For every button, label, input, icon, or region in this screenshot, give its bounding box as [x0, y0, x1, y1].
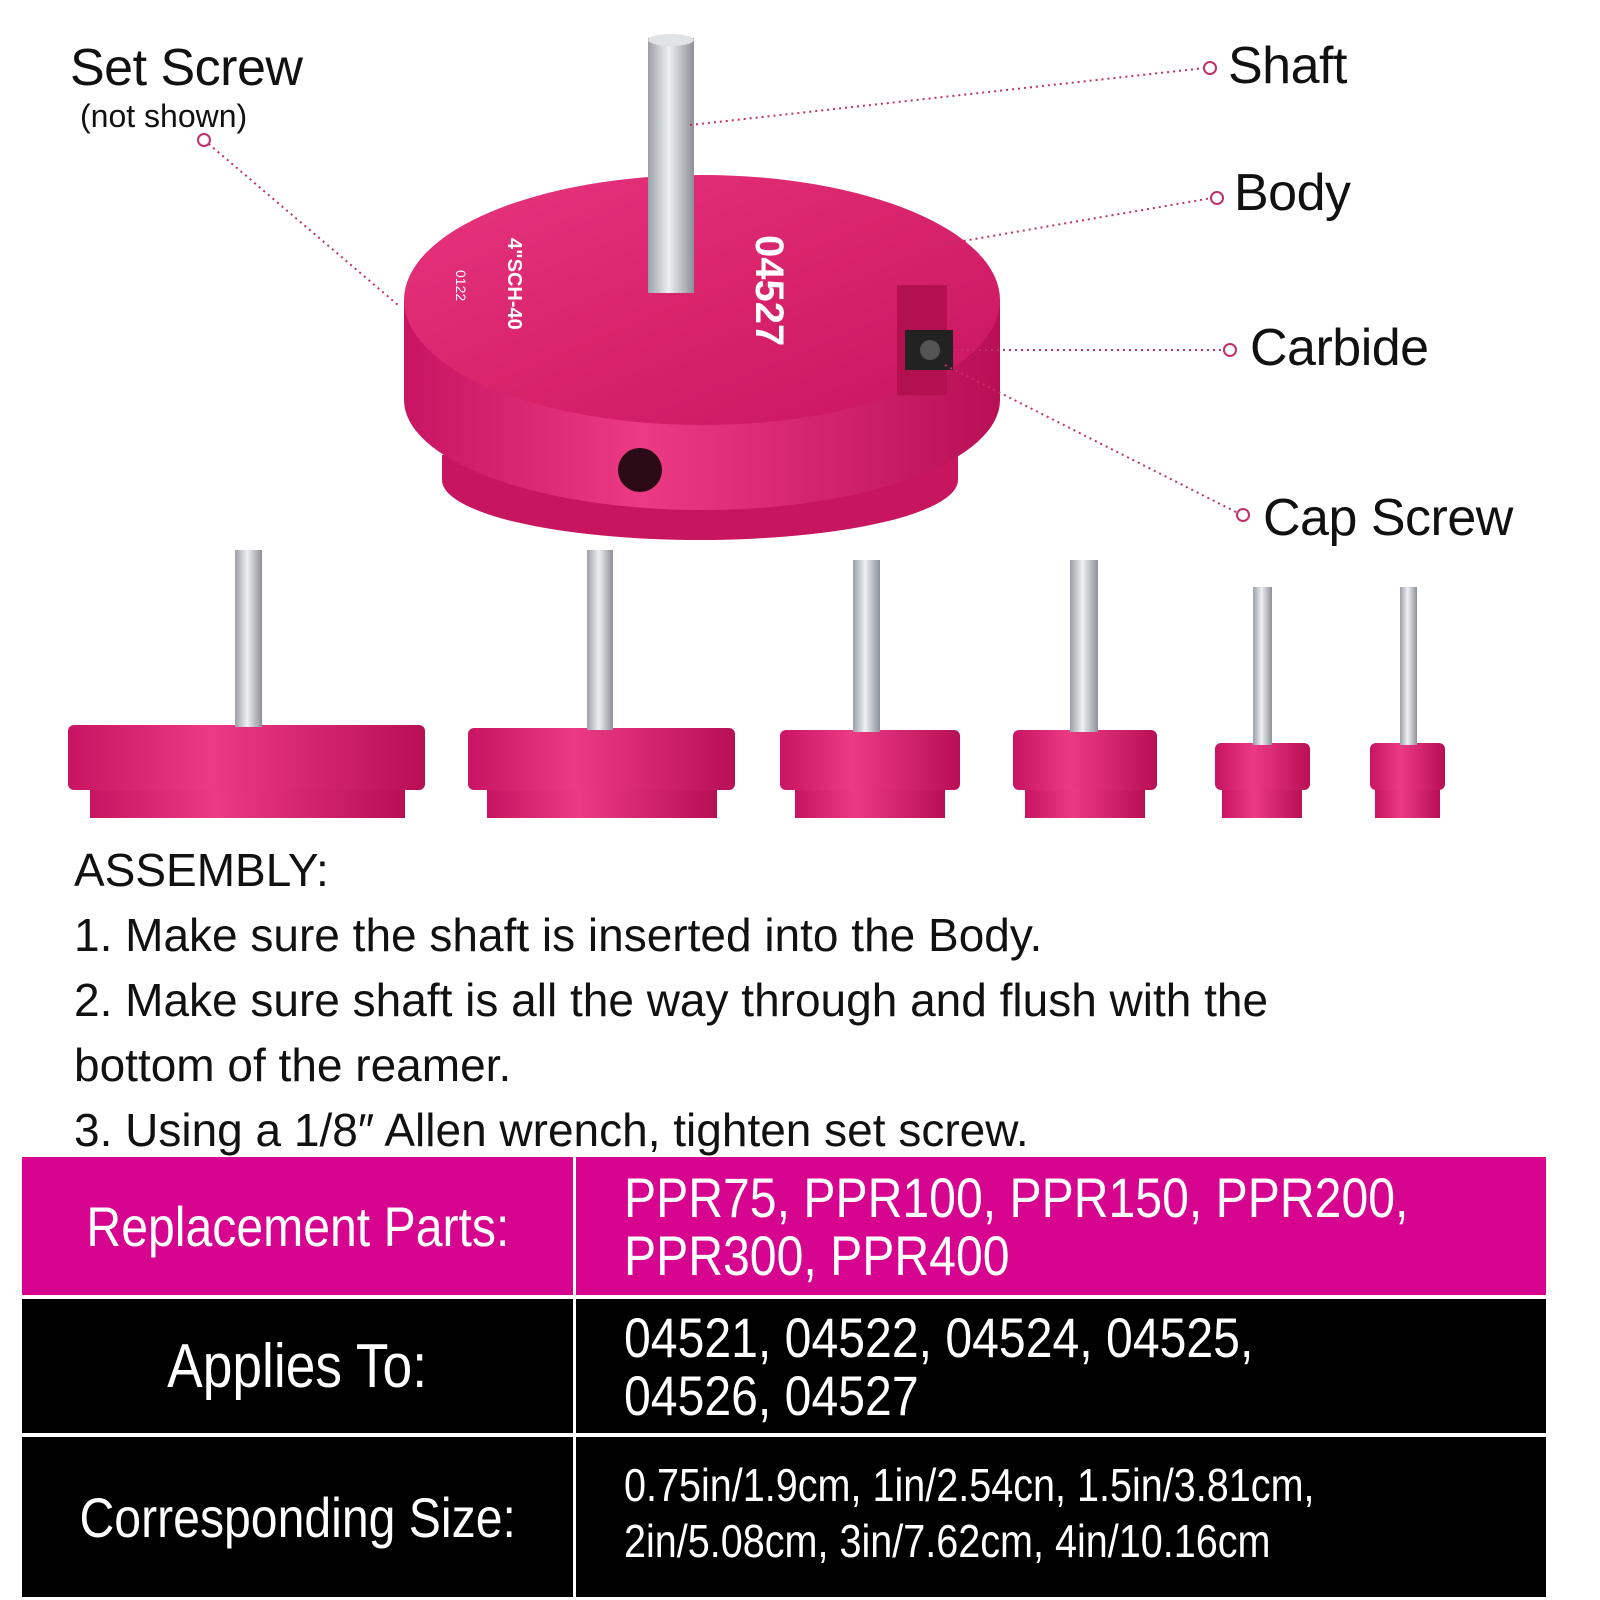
assembly-title: ASSEMBLY:	[74, 844, 329, 896]
row-value: 2in/5.08cm, 3in/7.62cm, 4in/10.16cm	[624, 1515, 1271, 1567]
reamer-2-shaft	[587, 550, 613, 730]
leader-dots	[197, 61, 1250, 522]
label-body: Body	[1234, 164, 1351, 222]
label-cap-screw: Cap Screw	[1263, 489, 1513, 547]
reamer-2-step	[487, 785, 717, 818]
set-screw-hole	[618, 448, 662, 492]
reamer-2-body	[468, 728, 735, 790]
reamer-4-step	[1025, 785, 1145, 818]
label-carbide: Carbide	[1250, 319, 1429, 377]
row-value: 04521, 04522, 04524, 04525,	[624, 1306, 1254, 1369]
row-value: PPR300, PPR400	[624, 1224, 1010, 1287]
reamer-3-shaft	[853, 560, 880, 732]
row-label: Replacement Parts:	[86, 1194, 509, 1258]
reamer-1-step	[90, 785, 405, 818]
model-marking: 04527	[747, 235, 791, 346]
row-value: 0.75in/1.9cm, 1in/2.54cn, 1.5in/3.81cm,	[624, 1459, 1315, 1511]
reamer-6-body	[1370, 743, 1445, 790]
reamer-3-step	[795, 785, 945, 818]
table-row-corresponding-size: Corresponding Size: 0.75in/1.9cm, 1in/2.…	[22, 1437, 1546, 1597]
body-top-face	[404, 175, 1000, 425]
main-reamer: 04527 4"SCH-40 0122	[404, 34, 1000, 540]
table-row-applies-to: Applies To: 04521, 04522, 04524, 04525,0…	[22, 1299, 1546, 1437]
cap-screw	[920, 340, 940, 360]
reamer-5-step	[1222, 785, 1302, 818]
code-marking: 0122	[453, 270, 469, 301]
size-marking: 4"SCH-40	[503, 238, 525, 330]
reamer-size-lineup	[68, 550, 1445, 818]
reamer-5-body	[1215, 743, 1310, 790]
assembly-instructions: ASSEMBLY: 1. Make sure the shaft is inse…	[74, 838, 1268, 1163]
row-label: Applies To:	[167, 1331, 428, 1401]
label-set-screw-note: (not shown)	[80, 98, 248, 134]
spec-table: Replacement Parts: PPR75, PPR100, PPR150…	[22, 1157, 1546, 1597]
assembly-step: bottom of the reamer.	[74, 1039, 512, 1091]
reamer-4-body	[1013, 730, 1157, 790]
product-illustration: 04527 4"SCH-40 0122	[68, 34, 1445, 818]
shaft	[648, 38, 694, 293]
label-shaft: Shaft	[1228, 37, 1347, 95]
assembly-step: 1. Make sure the shaft is inserted into …	[74, 909, 1043, 961]
assembly-step: 3. Using a 1/8″ Allen wrench, tighten se…	[74, 1104, 1029, 1156]
row-value: PPR75, PPR100, PPR150, PPR200,	[624, 1166, 1409, 1229]
reamer-1-body	[68, 725, 425, 790]
reamer-3-body	[780, 730, 960, 790]
leader-lines	[203, 67, 1239, 514]
table-row-replacement-parts: Replacement Parts: PPR75, PPR100, PPR150…	[22, 1157, 1546, 1299]
reamer-6-step	[1375, 785, 1440, 818]
label-set-screw: Set Screw	[70, 39, 303, 97]
reamer-5-shaft	[1253, 587, 1272, 745]
assembly-step: 2. Make sure shaft is all the way throug…	[74, 974, 1269, 1026]
reamer-6-shaft	[1400, 587, 1417, 745]
reamer-4-shaft	[1070, 560, 1098, 732]
row-label: Corresponding Size:	[79, 1485, 516, 1549]
reamer-1-shaft	[235, 550, 262, 727]
row-value: 04526, 04527	[624, 1364, 919, 1427]
